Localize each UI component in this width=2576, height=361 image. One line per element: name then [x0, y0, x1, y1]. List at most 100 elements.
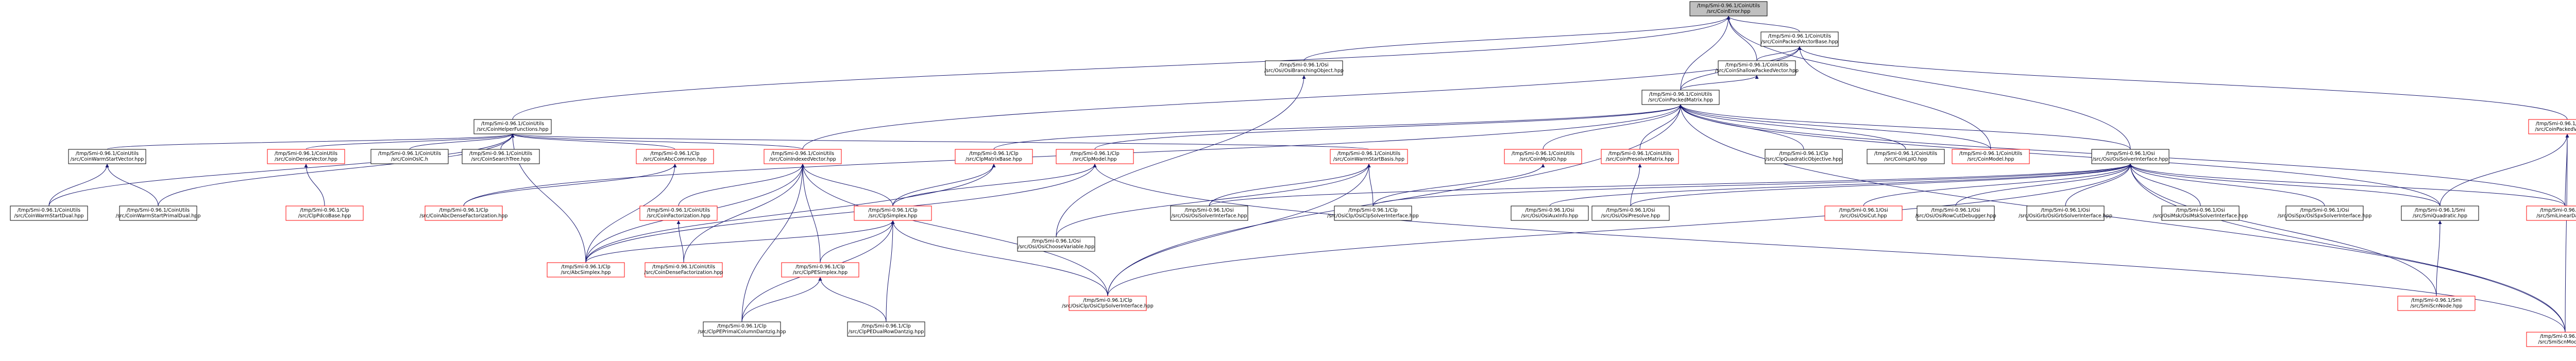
node-label-line: /src/SmiScnNode.hpp [2410, 303, 2462, 309]
node-label-line: /tmp/Smi-0.96.1/Smi [2540, 208, 2576, 213]
node-osirowcutdebugger[interactable]: /tmp/Smi-0.96.1/Osi/src/Osi/OsiRowCutDeb… [1916, 205, 1996, 221]
node-shallowpackedvector[interactable]: /tmp/Smi-0.96.1/CoinUtils/src/CoinShallo… [1715, 60, 1799, 76]
edge-densevector-to-helperfunctions [306, 133, 515, 150]
node-osipresolve[interactable]: /tmp/Smi-0.96.1/Osi/src/Osi/OsiPresolve.… [1591, 205, 1670, 221]
edge-smiquadratic-to-packedmatrix [1679, 104, 2441, 207]
node-label-line: /tmp/Smi-0.96.1/CoinUtils [18, 208, 80, 213]
edge-clpsimplex-to-clpmodel [892, 163, 1097, 207]
edge-coinfactorization-to-indexedvector [678, 163, 805, 207]
node-clppedualrowdantzig[interactable]: /tmp/Smi-0.96.1/Clp/src/ClpPEDualRowDant… [847, 321, 925, 337]
node-label-line: /src/CoinLpIO.hpp [1884, 157, 1927, 162]
node-osiclpsolverinterface2[interactable]: /tmp/Smi-0.96.1/Clp/src/OsiClp/OsiClpSol… [1062, 296, 1154, 311]
node-helperfunctions[interactable]: /tmp/Smi-0.96.1/CoinUtils/src/CoinHelper… [473, 119, 552, 134]
edge-abcdensefactorization-to-abccommon [463, 163, 677, 207]
node-box [370, 149, 449, 164]
node-clppesimplex[interactable]: /tmp/Smi-0.96.1/Clp/src/ClpPESimplex.hpp [781, 262, 859, 278]
edge-osispxsolverinterface-to-osisolverinterface [2128, 163, 2325, 207]
node-smiscnnode[interactable]: /tmp/Smi-0.96.1/Smi/src/SmiScnNode.hpp [2397, 296, 2476, 311]
node-label-line: /src/CoinPackedMatrix.hpp [1648, 97, 1713, 103]
node-warmstartprimaldual[interactable]: /tmp/Smi-0.96.1/CoinUtils/src/CoinWarmSt… [116, 205, 201, 221]
node-osispxsolverinterface[interactable]: /tmp/Smi-0.96.1/Osi/src/OsiSpx/OsiSpxSol… [2278, 205, 2371, 221]
node-label-line: /src/CoinError.hpp [1707, 9, 1751, 14]
edge-osiclpsolverinterface-to-osisolverinterface [1372, 163, 2132, 207]
node-label-line: /src/CoinIndexedVector.hpp [769, 157, 836, 162]
node-abccommon[interactable]: /tmp/Smi-0.96.1/Clp/src/CoinAbcCommon.hp… [636, 149, 714, 164]
node-box [547, 262, 625, 278]
node-packedvector[interactable]: /tmp/Smi-0.96.1/CoinUtils/src/CoinPacked… [2528, 119, 2576, 134]
node-box [847, 321, 925, 337]
edge-osichoosevariable-to-osibranchingobject [1056, 75, 1306, 237]
node-warmstartvector[interactable]: /tmp/Smi-0.96.1/CoinUtils/src/CoinWarmSt… [68, 149, 146, 164]
node-box [425, 205, 503, 221]
node-clpquadraticobjective[interactable]: /tmp/Smi-0.96.1/Clp/src/ClpQuadraticObje… [1765, 149, 1843, 164]
node-abcdensefactorization[interactable]: /tmp/Smi-0.96.1/Clp/src/CoinAbcDenseFact… [420, 205, 508, 221]
node-box [1591, 205, 1670, 221]
node-label-line: /tmp/Smi-0.96.1/Osi [1606, 208, 1655, 213]
node-label-line: /src/Osi/OsiSolverInterface.hpp [1171, 213, 1247, 219]
node-osiauxinfo[interactable]: /tmp/Smi-0.96.1/Osi/src/Osi/OsiAuxInfo.h… [1511, 205, 1589, 221]
node-box [1330, 149, 1408, 164]
node-osigrbsolverinterface[interactable]: /tmp/Smi-0.96.1/Osi/src/OsiGrb/OsiGrbSol… [2019, 205, 2112, 221]
node-box [1334, 205, 1412, 221]
node-densevector[interactable]: /tmp/Smi-0.96.1/CoinUtils/src/CoinDenseV… [267, 149, 345, 164]
node-clpmatrixbase[interactable]: /tmp/Smi-0.96.1/Clp/src/ClpMatrixBase.hp… [955, 149, 1033, 164]
node-smiquadratic[interactable]: /tmp/Smi-0.96.1/Smi/src/SmiQuadratic.hpp [2401, 205, 2479, 221]
node-packedvectorbase[interactable]: /tmp/Smi-0.96.1/CoinUtils/src/CoinPacked… [1760, 31, 1839, 47]
node-clpsimplex[interactable]: /tmp/Smi-0.96.1/Clp/src/ClpSimplex.hpp [854, 205, 932, 221]
node-label-line: /src/SmiLinearData.hpp [2536, 213, 2576, 219]
node-indexedvector[interactable]: /tmp/Smi-0.96.1/CoinUtils/src/CoinIndexe… [764, 149, 842, 164]
node-osisolverinterface[interactable]: /tmp/Smi-0.96.1/Osi/src/Osi/OsiSolverInt… [2091, 149, 2170, 164]
edge-osiclpsolverinterface2-to-indexedvector [801, 163, 1108, 297]
node-coinostrc[interactable]: /tmp/Smi-0.96.1/CoinUtils/src/CoinOslC.h [370, 149, 449, 164]
node-warmstartdual[interactable]: /tmp/Smi-0.96.1/CoinUtils/src/CoinWarmSt… [10, 205, 88, 221]
node-smilineardata[interactable]: /tmp/Smi-0.96.1/Smi/src/SmiLinearData.hp… [2526, 205, 2576, 221]
node-coindensefactorization[interactable]: /tmp/Smi-0.96.1/CoinUtils/src/CoinDenseF… [644, 262, 723, 278]
node-label-line: /tmp/Smi-0.96.1/Clp [561, 264, 610, 270]
node-osibranchingobject[interactable]: /tmp/Smi-0.96.1/Osi/src/Osi/OsiBranching… [1264, 60, 1344, 76]
node-abcsimplex[interactable]: /tmp/Smi-0.96.1/Clp/src/AbcSimplex.hpp [547, 262, 625, 278]
node-osiclpsolverinterface[interactable]: /tmp/Smi-0.96.1/Clp/src/OsiClp/OsiClpSol… [1327, 205, 1419, 221]
node-clppeprimalcolumndantzig[interactable]: /tmp/Smi-0.96.1/Clp/src/ClpPEPrimalColum… [698, 321, 786, 337]
edge-coinmodel-to-packedmatrix [1679, 104, 1991, 150]
edge-osiclpsolverinterface-to-warmstartbasis [1367, 163, 1374, 207]
node-box [462, 149, 540, 164]
edge-presolvematrix-to-packedmatrix [1639, 104, 1683, 150]
node-osimsksolverinterface[interactable]: /tmp/Smi-0.96.1/Osi/src/OsiMsk/OsiMskSol… [2153, 205, 2248, 221]
edge-clppeprimalcolumndantzig-to-clppesimplex [741, 277, 822, 322]
node-label-line: /src/CoinAbcCommon.hpp [643, 157, 706, 162]
node-label-line: /tmp/Smi-0.96.1/Clp [717, 323, 766, 329]
node-coinmodel[interactable]: /tmp/Smi-0.96.1/CoinUtils/src/CoinModel.… [1952, 149, 2030, 164]
node-coinmpsio[interactable]: /tmp/Smi-0.96.1/CoinUtils/src/CoinMpsIO.… [1504, 149, 1582, 164]
node-box [636, 149, 714, 164]
node-clpmodel[interactable]: /tmp/Smi-0.96.1/Clp/src/ClpModel.hpp [1056, 149, 1134, 164]
node-box [2091, 149, 2170, 164]
node-coinfactorization[interactable]: /tmp/Smi-0.96.1/CoinUtils/src/CoinFactor… [639, 205, 718, 221]
node-osisolverinterface2[interactable]: /tmp/Smi-0.96.1/Osi/src/Osi/OsiSolverInt… [1170, 205, 1248, 221]
edge-packedvectorbase-to-root [1726, 15, 1800, 32]
node-label-line: /tmp/Smi-0.96.1/CoinUtils [1725, 62, 1788, 68]
node-label-line: /tmp/Smi-0.96.1/Clp [300, 208, 349, 213]
node-presolvematrix[interactable]: /tmp/Smi-0.96.1/CoinUtils/src/CoinPresol… [1601, 149, 1679, 164]
node-warmstartbasis[interactable]: /tmp/Smi-0.96.1/CoinUtils/src/CoinWarmSt… [1330, 149, 1408, 164]
node-label-line: /tmp/Smi-0.96.1/Osi [2041, 208, 2090, 213]
node-osicut[interactable]: /tmp/Smi-0.96.1/Osi/src/Osi/OsiCut.hpp [1824, 205, 1903, 221]
edge-coinlpio-to-packedmatrix [1679, 104, 1906, 150]
node-box [2526, 332, 2576, 347]
node-label-line: /src/ClpSimplex.hpp [869, 213, 918, 219]
node-packedmatrix[interactable]: /tmp/Smi-0.96.1/CoinUtils/src/CoinPacked… [1641, 90, 1720, 105]
edge-osisolverinterface-to-packedmatrix [1679, 104, 2131, 150]
edge-packedvector-to-packedvectorbase [1798, 46, 2568, 120]
node-clppdcobase[interactable]: /tmp/Smi-0.96.1/Clp/src/ClpPdcoBase.hpp [285, 205, 364, 221]
node-label-line: /tmp/Smi-0.96.1/CoinUtils [127, 208, 190, 213]
node-label-line: /src/Osi/OsiCut.hpp [1840, 213, 1887, 219]
node-label-line: /tmp/Smi-0.96.1/Clp [439, 208, 488, 213]
node-searchtree[interactable]: /tmp/Smi-0.96.1/CoinUtils/src/CoinSearch… [462, 149, 540, 164]
node-label-line: /tmp/Smi-0.96.1/CoinUtils [1768, 33, 1831, 39]
node-smiscnmodel[interactable]: /tmp/Smi-0.96.1/Smi/src/SmiScnModel.hpp [2526, 332, 2576, 347]
node-coinlpio[interactable]: /tmp/Smi-0.96.1/CoinUtils/src/CoinLpIO.h… [1867, 149, 1945, 164]
node-label-line: /tmp/Smi-0.96.1/Smi [2415, 208, 2465, 213]
node-label-line: /src/CoinPackedVector.hpp [2535, 127, 2576, 132]
node-label-line: /src/CoinShallowPackedVector.hpp [1715, 68, 1799, 74]
node-osichoosevariable[interactable]: /tmp/Smi-0.96.1/Osi/src/Osi/OsiChooseVar… [1017, 236, 1095, 252]
node-box [1824, 205, 1903, 221]
